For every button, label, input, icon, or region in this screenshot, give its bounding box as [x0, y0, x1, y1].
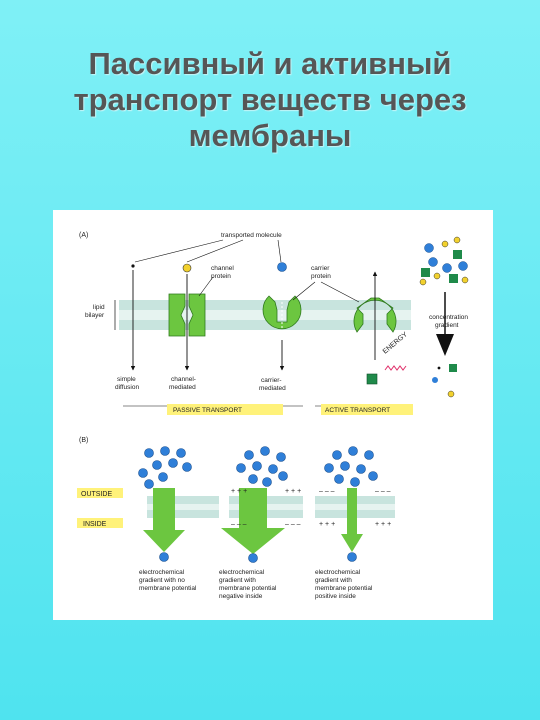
green-arrow-3: [341, 488, 363, 552]
ion-inside-1: [159, 552, 169, 562]
caption-1-line-2: gradient with no: [139, 577, 185, 584]
caption-2-line-1: electrochemical: [219, 569, 265, 576]
caption-2-line-3: membrane potential: [219, 585, 277, 592]
carrier-protein-label: protein: [311, 273, 331, 280]
concentration-label: concentration: [429, 314, 468, 321]
green-square-molecule: [366, 373, 378, 385]
minus-signs-2-right: – – –: [285, 521, 301, 528]
panel-b-membranes: [147, 496, 395, 518]
carrier-pointer-2: [320, 281, 360, 303]
minus-signs-3-right: – – –: [375, 488, 391, 495]
caption-1-line-3: membrane potential: [139, 585, 197, 592]
outside-label: OUTSIDE: [81, 491, 112, 498]
title-line-2: транспорт веществ через: [73, 82, 467, 117]
ion-inside-2: [248, 553, 258, 563]
gradient-label: gradient: [435, 322, 459, 329]
ion-inside-3: [347, 552, 357, 562]
yellow-molecule: [182, 263, 192, 273]
pointer-line-1: [134, 239, 224, 263]
blue-molecule: [277, 262, 287, 272]
caption-3-line-2: gradient with: [315, 577, 352, 584]
channel-mediated-label-1: channel-: [171, 376, 196, 383]
carrier-mediated-label-2: mediated: [259, 385, 286, 392]
transport-diagram: (A) lipid bilayer transported molecule s…: [77, 232, 469, 600]
carrier-protein-active: [353, 297, 397, 333]
minus-signs-2-left: – – –: [231, 521, 247, 528]
energy-zigzag: [384, 365, 407, 371]
active-transport-box: [321, 404, 413, 415]
caption-2-line-2: gradient with: [219, 577, 256, 584]
carrier-label: carrier: [311, 265, 330, 272]
transport-figure: (A) lipid bilayer transported molecule s…: [53, 210, 493, 620]
diffusion-label: diffusion: [115, 384, 139, 391]
caption-3-line-3: membrane potential: [315, 585, 373, 592]
small-molecule-dot: [131, 264, 135, 268]
carrier-protein-passive: [262, 295, 302, 330]
low-concentration-group: [432, 364, 457, 398]
channel-label: channel: [211, 265, 234, 272]
protein-label: protein: [211, 273, 231, 280]
title-line-3: мембраны: [188, 118, 352, 153]
slide-title: Пассивный и активный транспорт веществ ч…: [0, 46, 540, 154]
plus-signs-3-left: + + +: [319, 521, 335, 528]
minus-signs-3-left: – – –: [319, 488, 335, 495]
outside-box: [77, 488, 123, 498]
title-line-1: Пассивный и активный: [88, 46, 452, 81]
carrier-mediated-label-1: carrier-: [261, 377, 282, 384]
passive-transport-label: PASSIVE TRANSPORT: [173, 407, 242, 414]
bilayer-label: bilayer: [85, 312, 105, 319]
panel-b-label: (B): [79, 437, 88, 444]
channel-mediated-label-2: mediated: [169, 384, 196, 391]
pointer-line-3: [277, 239, 282, 263]
caption-3-line-4: positive inside: [315, 593, 356, 600]
plus-signs-2-right: + + +: [285, 488, 301, 495]
simple-label: simple: [117, 376, 136, 383]
channel-protein: [168, 293, 206, 337]
lipid-label: lipid: [93, 304, 105, 311]
plus-signs-3-right: + + +: [375, 521, 391, 528]
high-concentration-group: [419, 236, 469, 286]
caption-2-line-4: negative inside: [219, 593, 263, 600]
caption-1-line-1: electrochemical: [139, 569, 185, 576]
energy-label: ENERGY: [382, 331, 409, 356]
inside-label: INSIDE: [83, 521, 107, 528]
green-arrow-1: [143, 488, 185, 552]
carrier-pointer-1: [292, 281, 316, 301]
panel-a-label: (A): [79, 232, 88, 239]
plus-signs-2-left: + + +: [231, 488, 247, 495]
gradient-arrow-head: [436, 334, 454, 356]
inside-box: [77, 518, 123, 528]
passive-transport-box: [167, 404, 283, 415]
channel-pointer: [198, 276, 214, 297]
ion-cluster-1: [138, 446, 192, 489]
transported-molecule-label: transported molecule: [221, 232, 282, 239]
active-transport-label: ACTIVE TRANSPORT: [325, 407, 390, 414]
ion-cluster-2: [236, 446, 288, 487]
ion-cluster-3: [324, 446, 378, 487]
pointer-line-2: [186, 239, 244, 263]
green-arrow-2: [221, 488, 285, 554]
caption-3-line-1: electrochemical: [315, 569, 361, 576]
